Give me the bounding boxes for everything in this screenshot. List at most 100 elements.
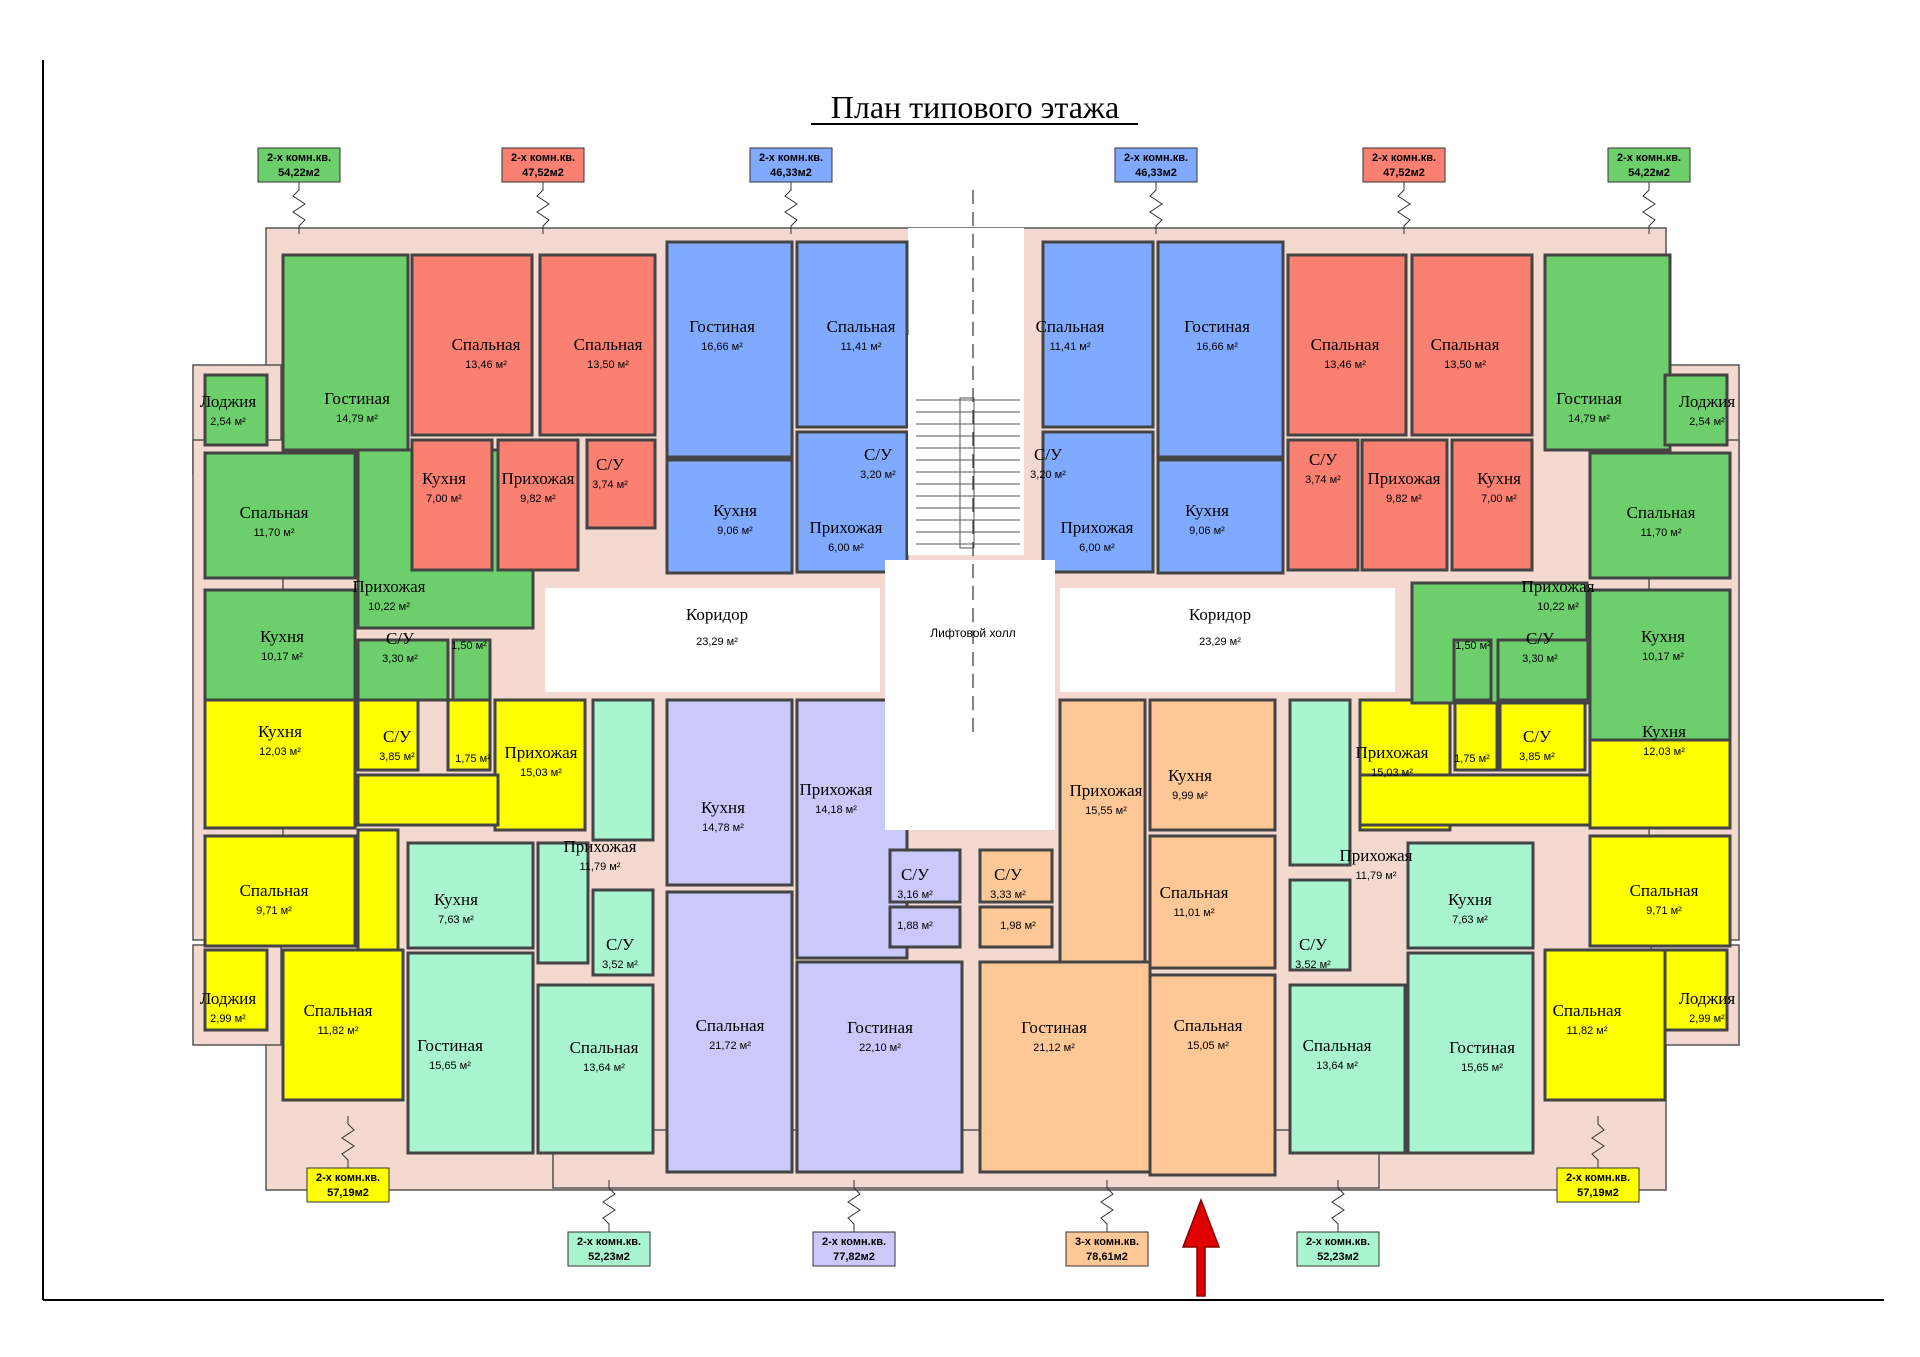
outer-voids [908,228,1024,338]
room-area-label: 9,71 м² [256,905,292,917]
apartment-tag-box [1296,1231,1380,1267]
room-area-label: 13,46 м² [1324,359,1366,371]
room-name-label: Гостиная [324,389,390,408]
room-name-label: С/У [864,445,893,464]
room-name-label: Прихожая [1522,577,1595,596]
room-27 [406,841,535,950]
apartment-type-label: 2-х комн.кв. [511,152,575,164]
room-name-label: Спальная [570,1038,639,1057]
room-73 [1041,430,1155,574]
apartment-type-label: 2-х комн.кв. [1617,152,1681,164]
apartment-tag-box [306,1167,390,1203]
room-59 [1543,253,1672,452]
room-name-label: Гостиная [689,317,755,336]
room-name-label: С/У [994,865,1023,884]
apartment-tag: 2-х комн.кв.46,33м2 [749,147,833,234]
apartment-tag-box [812,1231,896,1267]
room-39 [978,848,1054,904]
room-area-label: 15,03 м² [1371,767,1413,779]
room-area-label: 1,75 м² [1454,753,1490,765]
apartment-area-label: 46,33м2 [1135,167,1177,179]
room-area-label: 14,78 м² [702,822,744,834]
room-area-label: 1,88 м² [897,920,933,932]
room-72 [1156,240,1285,459]
room-area-label: 3,16 м² [897,889,933,901]
room-60 [1663,373,1729,447]
room-67 [1410,253,1534,437]
room-name-label: Кухня [1477,469,1521,488]
room-31 [406,951,535,1155]
room-name-label: Прихожая [1070,781,1143,800]
room-name-label: Прихожая [1368,469,1441,488]
room-name-label: Спальная [304,1001,373,1020]
room-name-label: Спальная [1160,883,1229,902]
room-area-label: 3,33 м² [990,889,1026,901]
room-area-label: 11,70 м² [1641,527,1682,539]
room-area-label: 9,06 м² [1189,525,1225,537]
corridor-name-label: Коридор [1189,605,1251,624]
room-name-label: Спальная [1553,1001,1622,1020]
room-area-label: 3,74 м² [1305,474,1341,486]
apartment-area-label: 77,82м2 [833,1251,875,1263]
room-area-label: 2,99 м² [1689,1013,1725,1025]
room-name-label: Кухня [1448,890,1492,909]
apartment-type-label: 2-х комн.кв. [316,1172,380,1184]
room-28 [536,841,590,965]
room-name-label: Кухня [258,722,302,741]
room-name-label: Кухня [1642,722,1686,741]
room-area-label: 9,06 м² [717,525,753,537]
room-area-label: 3,52 м² [1295,959,1331,971]
room-area-label: 9,99 м² [1172,790,1208,802]
room-area-label: 3,52 м² [602,959,638,971]
room-area-label: 15,05 м² [1187,1040,1229,1052]
room-area-label: 13,50 м² [1444,359,1486,371]
staircase [916,397,1020,549]
room-35 [665,890,794,1174]
room-area-label: 16,66 м² [701,341,743,353]
room-17 [795,430,909,574]
room-area-label: 14,79 м² [1568,413,1610,425]
room-area-label: 11,82 м² [1567,1025,1608,1037]
room-23 [203,834,357,948]
room-7 [356,638,450,702]
room-58 [1543,948,1667,1102]
room-64 [1452,638,1493,702]
room-name-label: С/У [383,727,412,746]
room-62 [1588,588,1732,742]
tag-leader-line [784,182,798,234]
room-name-label: Спальная [827,317,896,336]
room-47 [1288,878,1352,972]
room-name-label: Гостиная [847,1018,913,1037]
room-36 [795,960,964,1174]
room-50 [1406,951,1535,1155]
apartment-area-label: 57,19м2 [1577,1187,1619,1199]
tag-leader-line [292,182,306,234]
room-19 [356,698,420,772]
tag-leader-line [341,1116,355,1168]
room-area-label: 14,18 м² [815,804,857,816]
room-name-label: С/У [596,455,625,474]
apartment-area-label: 47,52м2 [1383,167,1425,179]
room-61 [1588,451,1732,580]
room-area-label: 11,82 м² [318,1025,359,1037]
room-name-label: Спальная [1311,335,1380,354]
apartment-tag: 2-х комн.кв.47,52м2 [1362,147,1446,234]
apartment-tag: 2-х комн.кв. 47,52м2 [501,147,585,234]
room-18 [203,698,357,830]
apartment-tag: 2-х комн.кв.57,19м2 [306,1116,390,1203]
room-area-label: 11,70 м² [254,527,295,539]
room-area-label: 3,85 м² [379,751,415,763]
room-name-label: Спальная [240,881,309,900]
room-name-label: Спальная [1627,503,1696,522]
room-49 [1406,841,1535,950]
apartment-tag-box [567,1231,651,1267]
room-name-label: Спальная [1630,881,1699,900]
room-38 [888,905,962,949]
apartment-tag: 2-х комн.кв.77,82м2 [812,1180,896,1267]
apartment-area-label: 54,22м2 [278,167,320,179]
room-26 [356,828,400,952]
room-10 [538,253,657,437]
apartment-tag: 2-х комн.кв.54,22м2 [1607,147,1691,234]
apartment-area-label: 47,52м2 [522,167,564,179]
room-name-label: Кухня [1641,627,1685,646]
